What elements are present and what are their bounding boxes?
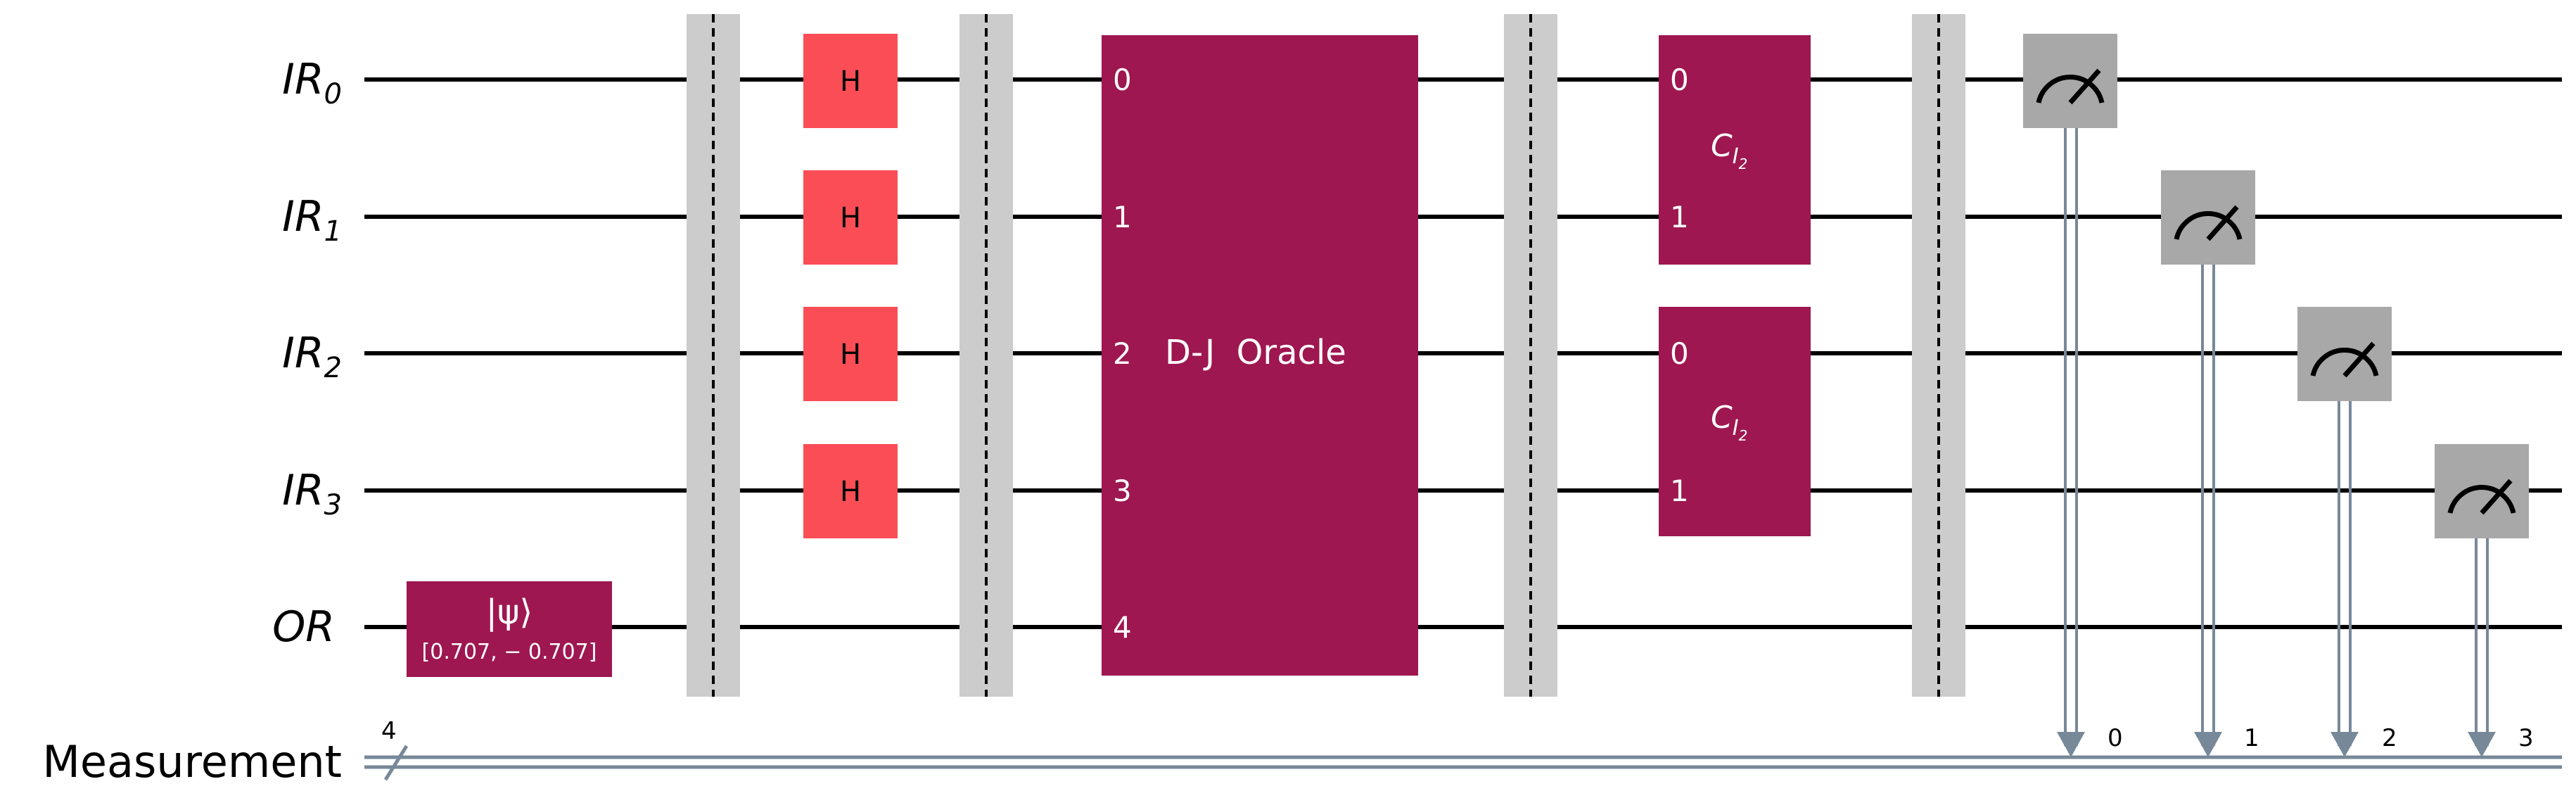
c-gate-pin: 1 [1670,200,1689,234]
dj-oracle-gate: 0 1 2 3 4 D-J Oracle [1102,35,1418,676]
meter-icon [2447,485,2516,514]
measure-gate: 3 [2435,444,2534,757]
initialize-gate-label: |ψ⟩ [486,593,533,632]
svg-text:H: H [840,338,861,371]
meter-icon [2036,75,2105,103]
clbit-index: 1 [2244,724,2259,752]
register-label-ir0: IR0 [282,55,342,110]
oracle-pin: 0 [1113,63,1132,97]
measure-gate: 2 [2297,307,2397,757]
register-label-ir1: IR1 [282,192,342,248]
measurements: 0 1 2 3 [2023,34,2534,757]
barrier [1912,14,1965,697]
register-label-ir3: IR3 [282,466,342,521]
c-gate-pin: 1 [1670,474,1689,508]
classical-wire: 4 [364,717,2562,781]
oracle-label: D-J Oracle [1165,333,1346,372]
oracle-pin: 2 [1113,336,1132,371]
bus-slash [383,745,409,781]
oracle-pin: 1 [1113,200,1132,234]
oracle-pin: 4 [1113,610,1132,645]
measure-gate: 0 [2023,34,2123,757]
hadamard-gates: H H H H [803,34,898,538]
oracle-pin: 3 [1113,474,1132,508]
clbit-index: 2 [2382,724,2397,752]
measure-gate: 1 [2161,170,2259,757]
clbit-index: 3 [2518,724,2534,752]
c-gate-top: 0 1 CI2 [1659,35,1811,265]
c-gate-bottom: 0 1 CI2 [1659,307,1811,536]
register-label-ir2: IR2 [282,329,342,384]
register-label-measurement: Measurement [42,736,342,787]
barrier [687,14,740,697]
svg-text:H: H [840,65,861,98]
c-gate-label: CI2 [1711,400,1747,444]
h-gate: H [803,170,898,265]
meter-icon [2174,211,2243,240]
svg-text:H: H [840,202,861,234]
c-gate-pin: 0 [1670,336,1689,371]
h-gate: H [803,307,898,401]
barrier [1504,14,1557,697]
clbit-index: 0 [2108,724,2123,752]
initialize-gate: |ψ⟩ [0.707, − 0.707] [407,581,612,677]
barrier [959,14,1013,697]
bus-size: 4 [381,717,397,745]
h-gate: H [803,34,898,128]
initialize-gate-params: [0.707, − 0.707] [422,640,597,664]
meter-icon [2310,348,2379,376]
register-label-or: OR [272,602,335,652]
c-gate-pin: 0 [1670,63,1689,97]
register-labels: IR0 IR1 IR2 IR3 OR Measurement [42,55,342,787]
svg-text:H: H [840,476,861,508]
barriers [687,14,1965,697]
h-gate: H [803,444,898,538]
c-gate-label: CI2 [1711,128,1747,172]
